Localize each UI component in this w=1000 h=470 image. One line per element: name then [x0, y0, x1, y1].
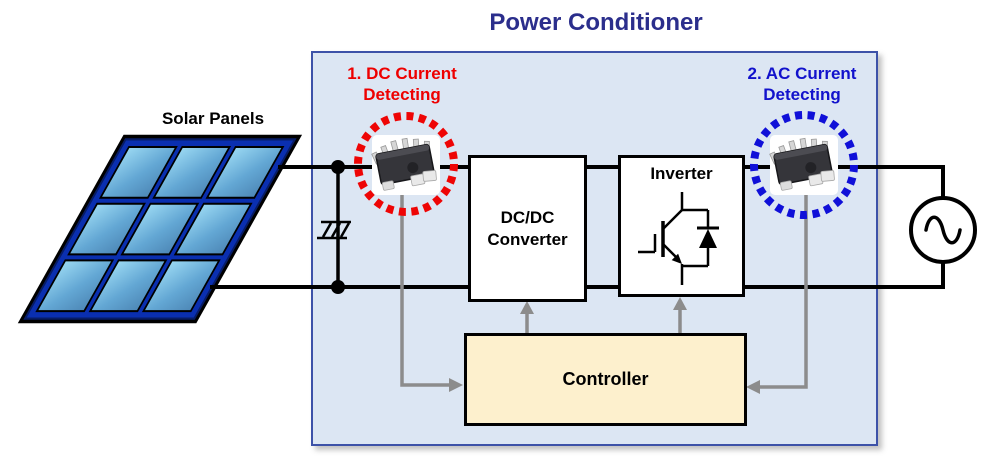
junction-dot-top	[331, 160, 345, 174]
dc-current-detecting-label: 1. DC Current Detecting	[322, 63, 482, 105]
controller-block: Controller	[464, 333, 747, 426]
ac-sense-signal	[758, 175, 808, 389]
dc-detect-line2: Detecting	[363, 85, 441, 104]
dcdc-converter-block: DC/DC Converter	[468, 155, 587, 302]
ground-tap-symbol	[317, 220, 351, 240]
ac-source-symbol	[909, 196, 977, 264]
inverter-label: Inverter	[650, 164, 713, 183]
dc-detect-line1: 1. DC Current	[347, 64, 457, 83]
inverter-block: Inverter	[618, 155, 745, 297]
solar-panel-illustration	[17, 134, 303, 324]
controller-label: Controller	[562, 369, 649, 389]
junction-dot-bottom	[331, 280, 345, 294]
dcdc-label-line2: Converter	[487, 229, 568, 249]
signal-lines	[400, 175, 808, 389]
ac-current-detecting-label: 2. AC Current Detecting	[722, 63, 882, 105]
solar-panels-label: Solar Panels	[161, 109, 265, 128]
igbt-with-diode-symbol	[638, 192, 719, 285]
diagram-title: Power Conditioner	[489, 9, 703, 36]
dc-sense-signal	[400, 175, 450, 387]
ac-detect-line2: Detecting	[763, 85, 841, 104]
ac-current-sensor-chip	[767, 133, 839, 196]
signal-arrowheads	[449, 297, 760, 394]
ac-detect-line1: 2. AC Current	[747, 64, 857, 83]
red-dotted-circle	[354, 112, 458, 216]
blue-dotted-circle	[750, 111, 858, 219]
dc-current-sensor-chip	[369, 133, 441, 196]
dcdc-label-line1: DC/DC	[500, 207, 555, 227]
